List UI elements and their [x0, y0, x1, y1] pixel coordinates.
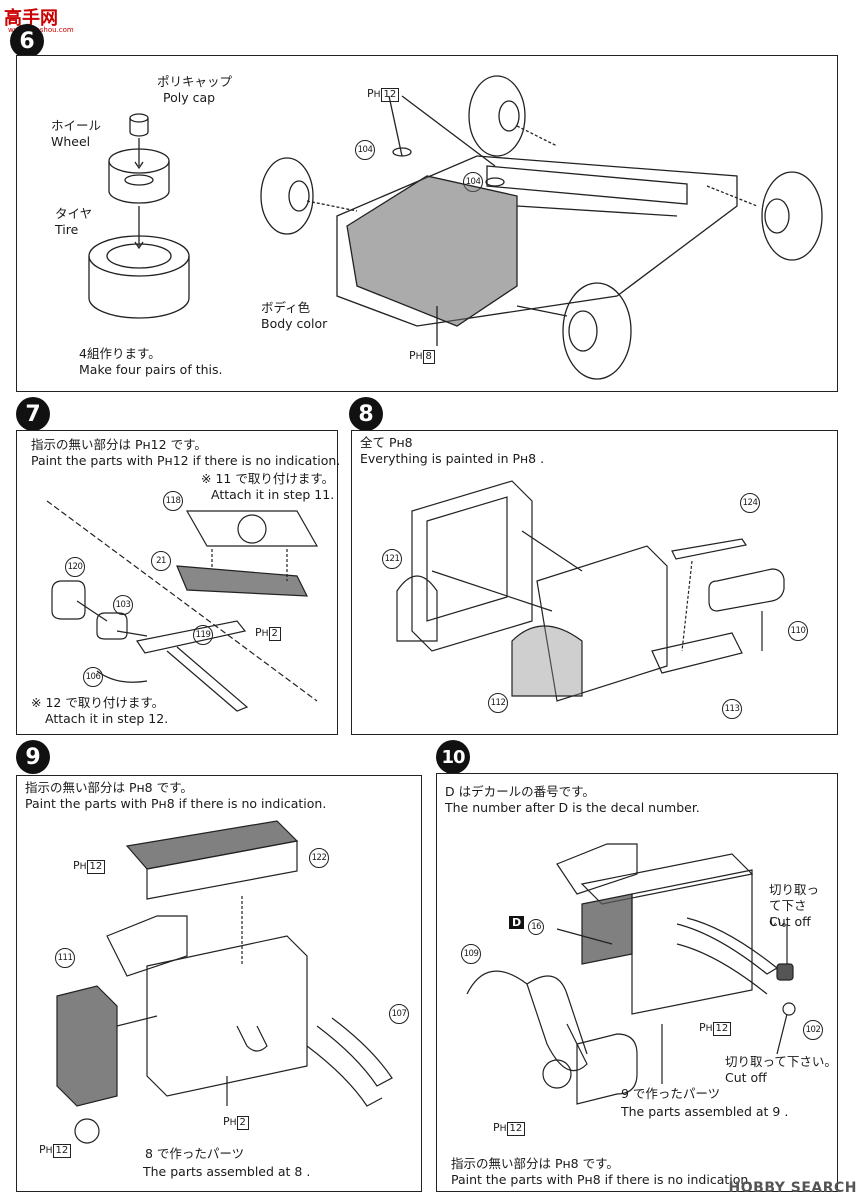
part-109: 109 — [461, 944, 481, 964]
body-color-jp: ボディ色 — [261, 300, 311, 315]
part-112: 112 — [488, 693, 508, 713]
step-9-drawing — [56, 820, 393, 1144]
tire-label-jp: タイヤ — [55, 206, 93, 221]
attach-step-11-en: Attach it in step 11. — [211, 487, 335, 502]
decal-note-jp: D はデカールの番号です。 — [445, 784, 595, 799]
step-8-badge: 8 — [349, 397, 383, 431]
assembled-at-8-jp: 8 で作ったパーツ — [145, 1146, 245, 1161]
decal-note-en: The number after D is the decal number. — [445, 800, 700, 815]
watermark-logo: 高手网 — [4, 8, 58, 29]
step-9-panel: 指示の無い部分は Pʜ8 です。 Paint the parts with Pʜ… — [16, 775, 422, 1192]
assembled-at-8-en: The parts assembled at 8 . — [143, 1164, 311, 1179]
step-8-drawing — [396, 480, 785, 702]
part-104-left: 104 — [355, 140, 375, 160]
step-10-badge: 10 — [436, 740, 470, 774]
step-7-note-en: Paint the parts with Pʜ12 if there is no… — [31, 453, 341, 468]
step-10-note-en: Paint the parts with Pʜ8 if there is no … — [451, 1172, 753, 1187]
cut-off-1-jp: 切り取って下さい。 — [769, 882, 820, 929]
attach-step-12-jp: ※ 12 で取り付けます。 — [31, 695, 165, 710]
part-107: 107 — [389, 1004, 409, 1024]
step-7-panel: 指示の無い部分は Pʜ12 です。 Paint the parts with P… — [16, 430, 341, 735]
cut-off-2-jp: 切り取って下さい。 — [725, 1054, 837, 1069]
step-8-note-en: Everything is painted in Pʜ8 . — [360, 451, 545, 466]
step-7-badge: 7 — [16, 397, 50, 431]
part-103: 103 — [113, 595, 133, 615]
part-119: 119 — [193, 625, 213, 645]
part-122: 122 — [309, 848, 329, 868]
assembled-at-9-en: The parts assembled at 9 . — [621, 1104, 789, 1119]
step-8-panel: 全て Pʜ8 Everything is painted in Pʜ8 . 12… — [351, 430, 838, 735]
part-120: 120 — [65, 557, 85, 577]
step-9-note-jp: 指示の無い部分は Pʜ8 です。 — [25, 780, 193, 795]
part-21: 21 — [151, 551, 171, 571]
part-121: 121 — [382, 549, 402, 569]
attach-step-11-jp: ※ 11 で取り付けます。 — [201, 471, 335, 486]
part-118: 118 — [163, 491, 183, 511]
step-10-note-jp: 指示の無い部分は Pʜ8 です。 — [451, 1156, 619, 1171]
polycap-label-jp: ポリキャップ — [157, 74, 233, 89]
tire-label-en: Tire — [55, 222, 79, 237]
wheel-label-jp: ホイール — [51, 118, 102, 133]
attach-step-12-en: Attach it in step 12. — [45, 711, 169, 726]
step-6-badge: 6 — [10, 24, 44, 58]
part-124: 124 — [740, 493, 760, 513]
step-6-panel: ポリキャップ Poly cap ホイール Wheel タイヤ Tire 4組作り… — [16, 55, 838, 392]
step-10-panel: D はデカールの番号です。 The number after D is the … — [436, 773, 838, 1192]
cut-off-1-en: Cut off — [769, 914, 811, 929]
step-6-drawing — [88, 75, 823, 380]
part-110: 110 — [788, 621, 808, 641]
watermark-logo-url: www.gaoshou.com — [8, 26, 74, 34]
body-color-en: Body color — [261, 316, 328, 331]
cut-off-2-en: Cut off — [725, 1070, 767, 1085]
assembled-at-9-jp: 9 で作ったパーツ — [621, 1086, 721, 1101]
hobby-search-watermark: HOBBY SEARCH — [728, 1180, 857, 1196]
step-7-drawing — [46, 500, 319, 712]
step-8-note-jp: 全て Pʜ8 — [360, 435, 413, 450]
part-111: 111 — [55, 948, 75, 968]
step-7-note-jp: 指示の無い部分は Pʜ12 です。 — [31, 437, 207, 452]
decal-16: D 16 — [509, 914, 545, 935]
step-9-note-en: Paint the parts with Pʜ8 if there is no … — [25, 796, 327, 811]
step-9-badge: 9 — [16, 740, 50, 774]
four-pairs-en: Make four pairs of this. — [79, 362, 223, 377]
part-102: 102 — [803, 1020, 823, 1040]
four-pairs-jp: 4組作ります。 — [79, 346, 161, 361]
step-10-drawing — [466, 843, 796, 1105]
wheel-label-en: Wheel — [51, 134, 91, 149]
polycap-label-en: Poly cap — [163, 90, 216, 105]
part-113: 113 — [722, 699, 742, 719]
